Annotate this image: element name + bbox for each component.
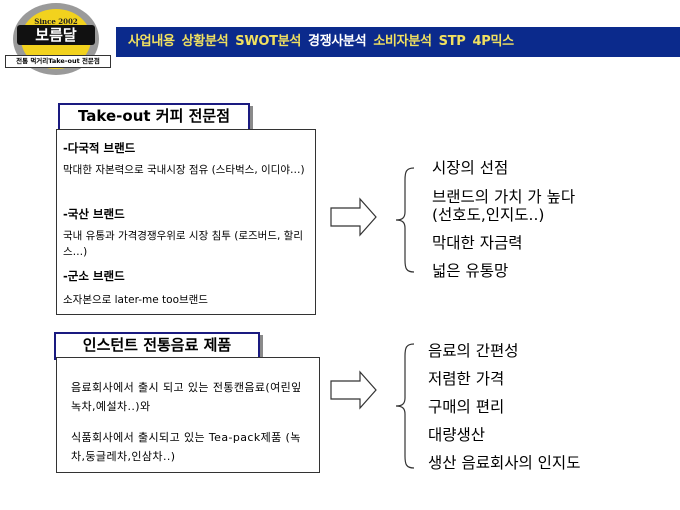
point-brand-value: 브랜드의 가치 가 높다: [432, 188, 576, 206]
section2-title: 인스턴트 전통음료 제품: [54, 332, 260, 360]
nav-item-4p[interactable]: 4P믹스: [472, 34, 515, 49]
description-small: 소자본으로 later-me too브랜드: [63, 294, 208, 306]
category-domestic: -국산 브랜드: [63, 207, 125, 221]
description-multinational: 막대한 자본력으로 국내시장 점유 (스타벅스, 이디야…): [63, 164, 305, 176]
arrow-right-icon: [330, 197, 377, 237]
point-capital: 막대한 자금력: [432, 234, 523, 252]
nav-item-consumer[interactable]: 소비자분석: [373, 34, 432, 49]
point-purchase-convenience: 구매의 편리: [428, 398, 505, 416]
logo[interactable]: Since 2002 보름달 전통 먹거리Take-out 전문점: [5, 3, 111, 85]
paragraph-tea-pack: 식품회사에서 출시되고 있는 Tea-pack제품 (녹차,둥글레차,인삼차..…: [71, 431, 301, 463]
point-convenience: 음료의 간편성: [428, 342, 519, 360]
logo-since-text: Since 2002: [34, 17, 78, 26]
nav-bar: [116, 27, 680, 57]
logo-tagline: 전통 먹거리Take-out 전문점: [5, 55, 111, 68]
left-brace-icon: [395, 167, 415, 273]
category-multinational: -다국적 브랜드: [63, 141, 136, 155]
category-small: -군소 브랜드: [63, 269, 125, 283]
nav-item-stp[interactable]: STP: [438, 34, 466, 49]
nav-item-competitor[interactable]: 경쟁사분석: [308, 34, 367, 49]
left-brace-icon: [395, 343, 415, 469]
description-domestic: 국내 유통과 가격경쟁우위로 시장 침투 (로즈버드, 할리스…): [63, 230, 303, 258]
nav-menu: 사업내용 상황분석 SWOT분석 경쟁사분석 소비자분석 STP 4P믹스: [128, 31, 514, 53]
arrow-right-icon: [330, 370, 377, 410]
point-distribution: 넓은 유통망: [432, 262, 509, 280]
point-mass-production: 대량생산: [428, 426, 486, 444]
nav-item-swot[interactable]: SWOT분석: [235, 34, 302, 49]
paragraph-canned-drinks: 음료회사에서 출시 되고 있는 전통캔음료(여린잎녹차,예설차..)와: [71, 381, 302, 413]
nav-item-situation[interactable]: 상황분석: [181, 34, 229, 49]
logo-name: 보름달: [17, 25, 95, 45]
point-preference-awareness: (선호도,인지도..): [432, 206, 545, 224]
point-low-price: 저렴한 가격: [428, 370, 505, 388]
section2-content-box: 음료회사에서 출시 되고 있는 전통캔음료(여린잎녹차,예설차..)와 식품회사…: [56, 357, 320, 473]
nav-item-business[interactable]: 사업내용: [128, 34, 175, 49]
point-manufacturer-awareness: 생산 음료회사의 인지도: [428, 454, 581, 472]
section1-title: Take-out 커피 전문점: [58, 103, 250, 131]
section1-content-box: -다국적 브랜드 막대한 자본력으로 국내시장 점유 (스타벅스, 이디야…) …: [56, 129, 316, 315]
point-market-preemption: 시장의 선점: [432, 159, 509, 177]
